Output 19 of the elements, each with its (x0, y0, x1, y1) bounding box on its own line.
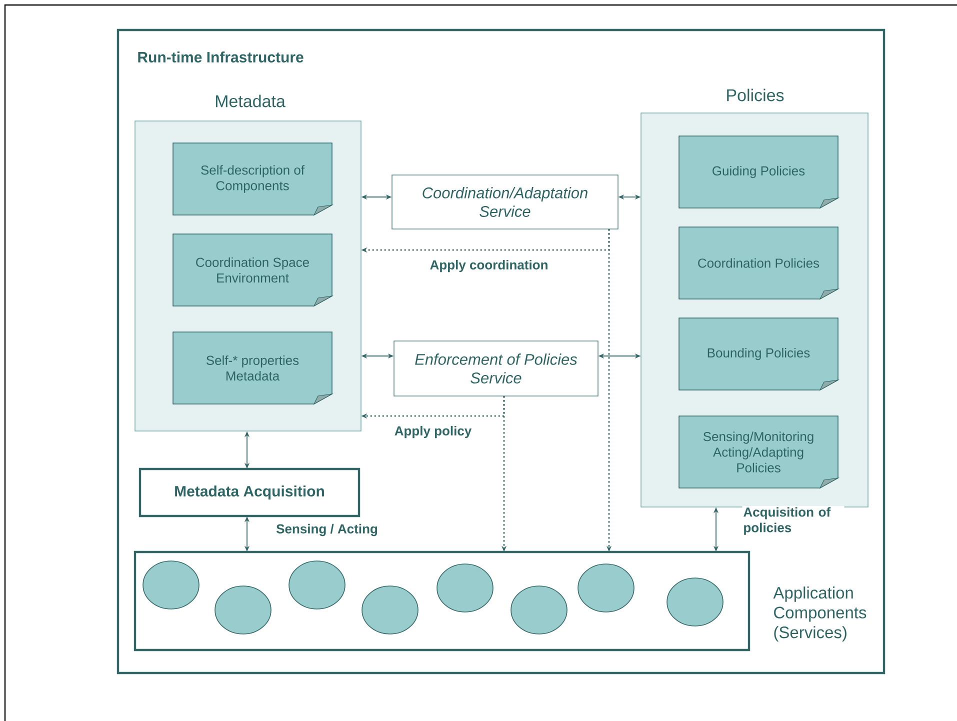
edge-label: Apply coordination (428, 258, 550, 274)
frame-heading: Run-time Infrastructure (138, 52, 304, 62)
panel-heading: Metadata (216, 94, 286, 108)
component-ellipse (362, 586, 418, 634)
component-ellipse (436, 564, 494, 612)
process-box: Metadata Acquisition (138, 468, 360, 518)
component-ellipse (142, 560, 200, 610)
panel-heading: Policies (727, 88, 784, 102)
component-ellipse (578, 564, 634, 612)
edge-label: Acquisition of policies (742, 506, 844, 536)
component-ellipse (214, 586, 272, 634)
service-box: Enforcement of Policies Service (394, 340, 598, 396)
container-caption: Application Components (Services) (773, 586, 866, 642)
service-box: Coordination/Adaptation Service (392, 174, 618, 230)
component-ellipse (288, 560, 346, 610)
component-ellipse (510, 586, 568, 634)
edge-label: Sensing / Acting (275, 522, 379, 538)
edge-label: Apply policy (393, 424, 473, 440)
component-ellipse (666, 578, 724, 626)
